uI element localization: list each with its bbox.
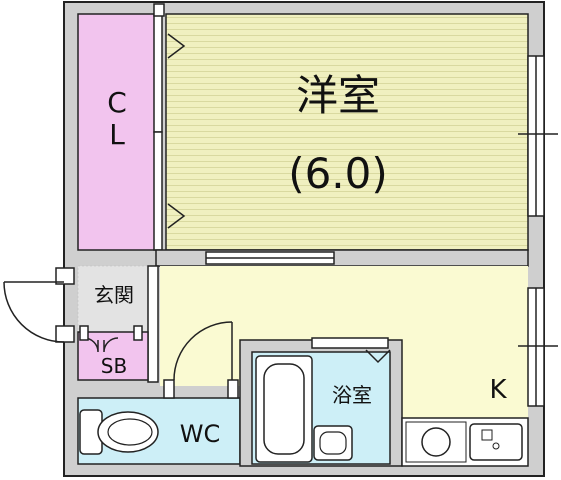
closet-fill [77, 13, 157, 251]
toilet-room: WC [77, 397, 241, 465]
shoe-box-label: SB [101, 354, 127, 378]
bathroom-label: 浴室 [332, 383, 372, 407]
entrance-floor [78, 266, 148, 332]
closet: C L [77, 13, 186, 251]
window-east-lower [518, 287, 558, 407]
shoe-box: SB [77, 325, 149, 381]
closet-label-l: L [109, 118, 125, 151]
closet-door-upper-mark [167, 33, 186, 59]
entrance: 玄関 [77, 265, 159, 383]
wall-post [153, 3, 165, 17]
entrance-label: 玄関 [94, 283, 134, 307]
closet-door-lower [153, 131, 163, 251]
bathroom-door-mark [365, 349, 391, 364]
toilet-label: WC [180, 420, 221, 448]
western-room-floor [165, 13, 529, 251]
western-room: 洋室 (6.0) [165, 13, 529, 251]
closet-door-lower-mark [167, 203, 186, 229]
western-room-size: (6.0) [288, 149, 388, 198]
entrance-step [147, 265, 159, 383]
sliding-door [205, 251, 335, 265]
stove-burner [421, 427, 451, 457]
toilet-door [163, 321, 239, 399]
kitchen-counter [401, 417, 529, 467]
closet-door-upper [153, 13, 163, 133]
toilet-fixture [79, 409, 159, 455]
bathroom: 浴室 [239, 337, 403, 467]
washbasin [313, 425, 353, 461]
closet-label-c: C [107, 86, 127, 119]
sink [469, 423, 523, 461]
kitchen-label: K [489, 375, 507, 405]
bathtub [255, 355, 313, 463]
kitchen-floor-lower [402, 380, 528, 420]
front-door [3, 267, 75, 343]
western-room-name: 洋室 [296, 71, 380, 120]
bathroom-door [311, 337, 389, 349]
window-east-upper [518, 55, 558, 217]
